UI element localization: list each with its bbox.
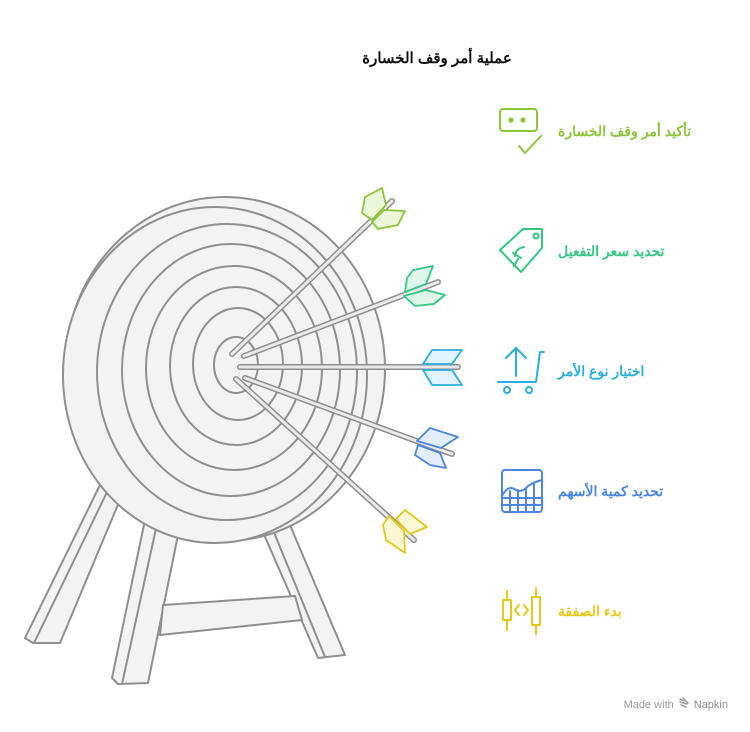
target-rings [62, 206, 368, 544]
step-start-trade: بدء الصفقة [496, 586, 622, 636]
diagram-title: عملية أمر وقف الخسارة [362, 50, 512, 67]
target-stand [24, 484, 346, 685]
footer-made-with: Made with [623, 698, 674, 711]
candlestick-icon [496, 586, 546, 636]
napkin-logo-icon [678, 697, 690, 712]
arrow-blue [242, 375, 459, 469]
step-label: اختيار نوع الأمر [558, 362, 645, 379]
cart-upload-icon [496, 346, 546, 396]
step-label: تحديد سعر التفعيل [558, 242, 665, 259]
price-tag-icon [496, 226, 546, 276]
arrow-lime [229, 187, 406, 357]
step-choose-order-type: اختيار نوع الأمر [496, 346, 644, 396]
step-confirm-stop-loss: تأكيد أمر وقف الخسارة [496, 106, 691, 156]
made-with-napkin-footer: Made with Napkin [624, 697, 728, 712]
arrow-cyan [237, 349, 463, 386]
step-set-share-quantity: تحديد كمية الأسهم [496, 466, 663, 516]
step-set-trigger-price: تحديد سعر التفعيل [496, 226, 665, 276]
footer-brand: Napkin [693, 698, 728, 711]
step-label: بدء الصفقة [558, 602, 622, 619]
arrow-yellow [233, 376, 428, 554]
step-label: تأكيد أمر وقف الخسارة [558, 122, 692, 139]
step-label: تحديد كمية الأسهم [558, 482, 664, 499]
arrow-green [241, 265, 446, 359]
message-check-icon [496, 106, 546, 156]
chart-grid-icon [496, 466, 546, 516]
